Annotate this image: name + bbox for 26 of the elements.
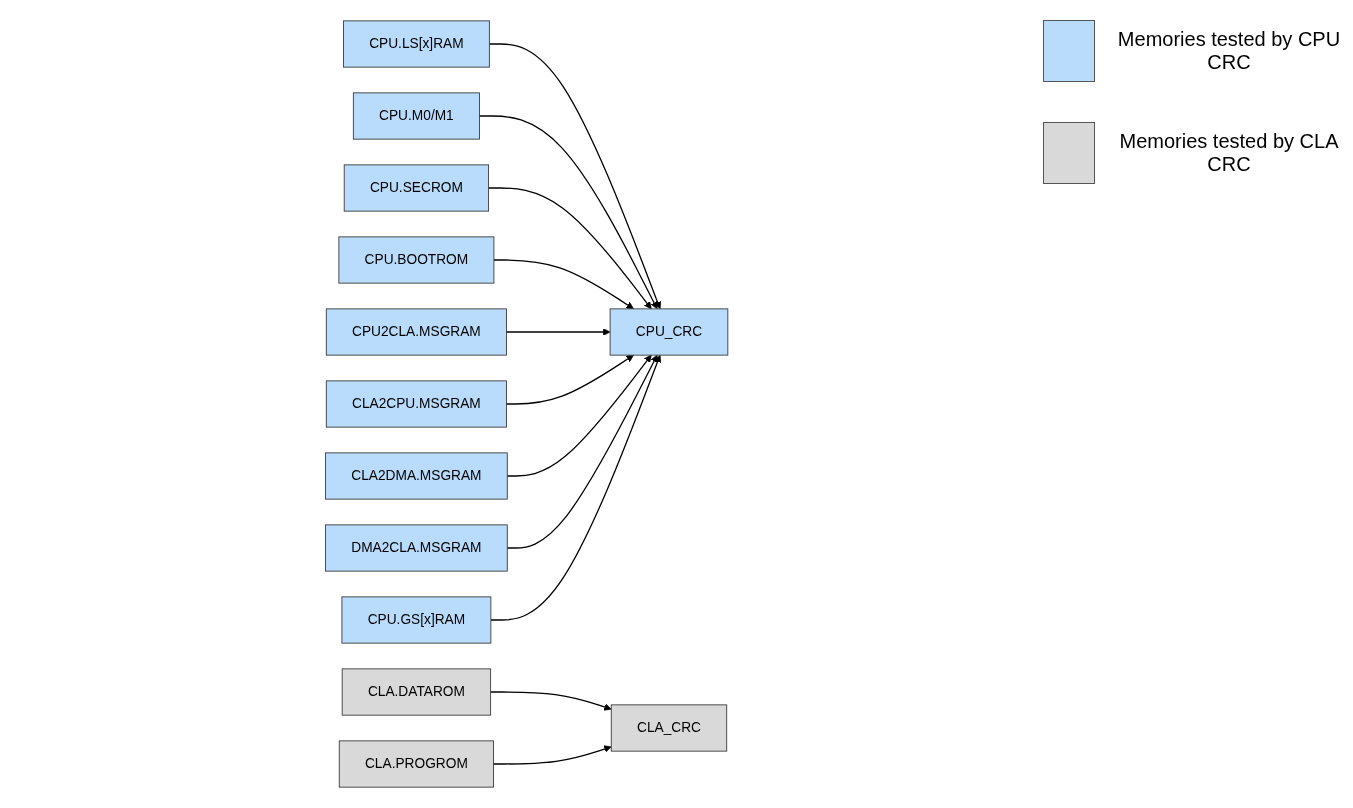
arrow — [506, 354, 652, 477]
node-box: CLA_CRC — [610, 704, 727, 752]
arrow — [489, 691, 612, 711]
arrow — [493, 259, 634, 310]
node-box: CPU.GS[x]RAM — [341, 596, 492, 644]
arrow — [505, 354, 634, 405]
node-box: CLA2CPU.MSGRAM — [325, 380, 507, 428]
arrow — [478, 115, 658, 310]
arrow — [488, 43, 662, 310]
node-box: CPU_CRC — [609, 308, 729, 356]
node-box: CLA2DMA.MSGRAM — [324, 452, 508, 500]
arrow — [505, 328, 611, 336]
node-box: CPU2CLA.MSGRAM — [325, 308, 507, 356]
node-box: CPU.LS[x]RAM — [342, 20, 490, 68]
node-box: CPU.SECROM — [343, 164, 489, 212]
legend-text: Memories tested by CPU CRC — [1116, 28, 1342, 74]
arrow — [492, 745, 612, 765]
arrow — [490, 354, 662, 621]
node-box: DMA2CLA.MSGRAM — [324, 524, 508, 572]
node-box: CPU.M0/M1 — [352, 92, 480, 140]
node-box: CLA.PROGROM — [338, 740, 494, 788]
arrow — [487, 187, 652, 310]
legend-text: Memories tested by CLA CRC — [1118, 130, 1340, 176]
arrow — [506, 354, 658, 549]
node-box: CLA.DATAROM — [341, 668, 491, 716]
node-box: CPU.BOOTROM — [338, 236, 495, 284]
